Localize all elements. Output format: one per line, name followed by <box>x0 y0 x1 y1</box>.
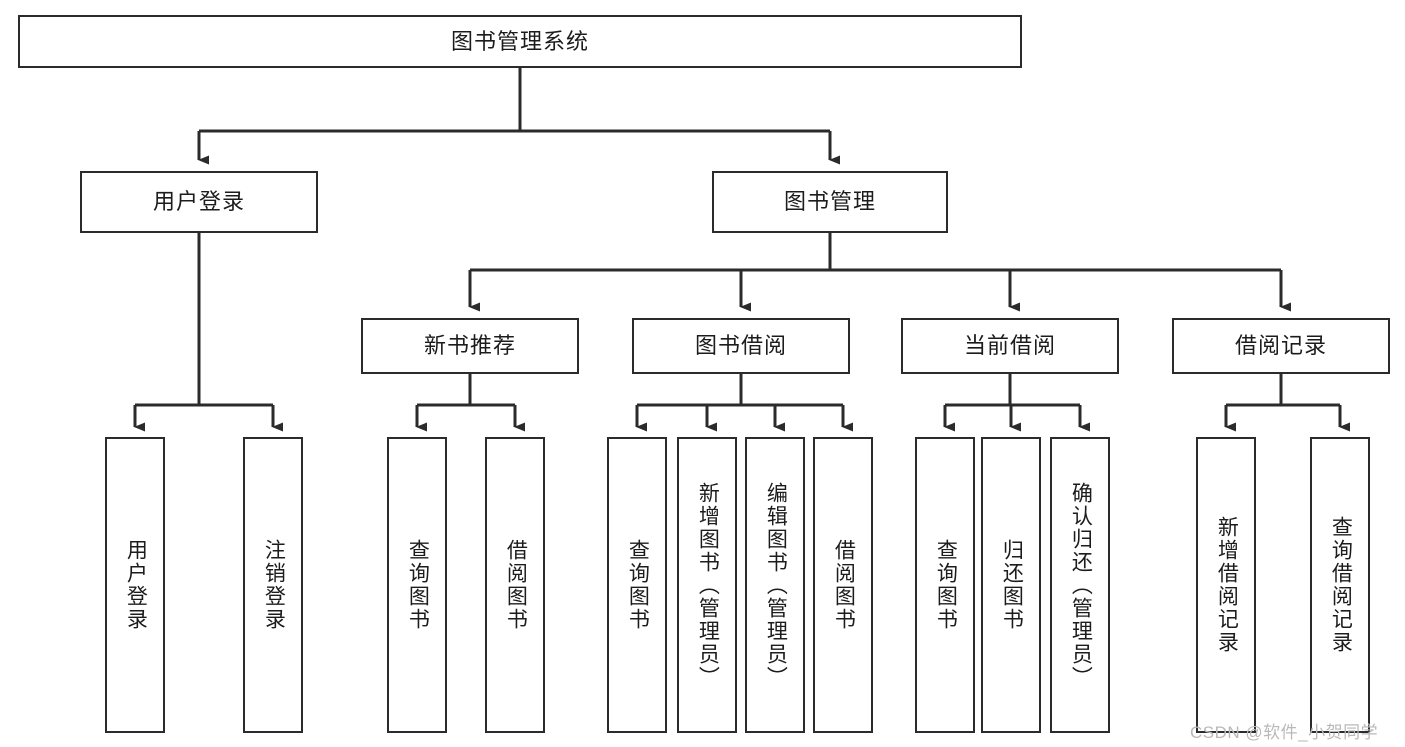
node-leaf-current-query[interactable]: 查询图书 <box>915 437 975 733</box>
watermark: CSDN @软件_小贺同学 <box>1190 723 1379 742</box>
node-leaf-record-query-label: 查询借阅记录 <box>1329 516 1353 654</box>
node-leaf-recommend-query-label: 查询图书 <box>406 539 430 631</box>
node-leaf-record-add-label: 新增借阅记录 <box>1215 516 1239 654</box>
node-root-label: 图书管理系统 <box>450 28 589 54</box>
node-new-book-recommend[interactable]: 新书推荐 <box>361 318 579 374</box>
node-leaf-borrow-add-label: 新增图书（管理员） <box>696 481 720 689</box>
node-leaf-record-query[interactable]: 查询借阅记录 <box>1310 437 1370 733</box>
node-leaf-borrow-query-label: 查询图书 <box>626 539 650 631</box>
node-current-borrow-label: 当前借阅 <box>963 333 1056 359</box>
node-new-book-recommend-label: 新书推荐 <box>423 333 516 359</box>
node-leaf-user-login-label: 用户登录 <box>124 539 148 631</box>
node-borrow-record-label: 借阅记录 <box>1234 333 1327 359</box>
node-borrow-record[interactable]: 借阅记录 <box>1172 318 1390 374</box>
node-leaf-borrow-edit[interactable]: 编辑图书（管理员） <box>745 437 805 733</box>
node-leaf-current-query-label: 查询图书 <box>934 539 958 631</box>
node-leaf-borrow-lend-label: 借阅图书 <box>832 539 856 631</box>
node-leaf-current-confirm-label: 确认归还（管理员） <box>1069 481 1093 689</box>
node-leaf-current-confirm[interactable]: 确认归还（管理员） <box>1050 437 1110 733</box>
node-leaf-borrow-edit-label: 编辑图书（管理员） <box>764 481 788 689</box>
node-book-borrow-label: 图书借阅 <box>694 333 787 359</box>
node-leaf-borrow-add[interactable]: 新增图书（管理员） <box>677 437 737 733</box>
node-leaf-user-login[interactable]: 用户登录 <box>105 437 165 733</box>
node-user-login[interactable]: 用户登录 <box>80 171 318 233</box>
node-leaf-user-logout[interactable]: 注销登录 <box>243 437 303 733</box>
node-leaf-borrow-query[interactable]: 查询图书 <box>607 437 667 733</box>
node-root[interactable]: 图书管理系统 <box>18 15 1022 68</box>
node-leaf-borrow-lend[interactable]: 借阅图书 <box>813 437 873 733</box>
node-book-manage[interactable]: 图书管理 <box>712 171 948 233</box>
node-leaf-user-logout-label: 注销登录 <box>262 539 286 631</box>
node-book-manage-label: 图书管理 <box>783 189 876 215</box>
node-current-borrow[interactable]: 当前借阅 <box>901 318 1119 374</box>
node-user-login-label: 用户登录 <box>152 189 245 215</box>
node-book-borrow[interactable]: 图书借阅 <box>632 318 850 374</box>
node-leaf-recommend-borrow-label: 借阅图书 <box>504 539 528 631</box>
node-leaf-record-add[interactable]: 新增借阅记录 <box>1196 437 1256 733</box>
node-leaf-current-return[interactable]: 归还图书 <box>981 437 1041 733</box>
node-leaf-current-return-label: 归还图书 <box>1000 539 1024 631</box>
node-leaf-recommend-query[interactable]: 查询图书 <box>387 437 447 733</box>
node-leaf-recommend-borrow[interactable]: 借阅图书 <box>485 437 545 733</box>
